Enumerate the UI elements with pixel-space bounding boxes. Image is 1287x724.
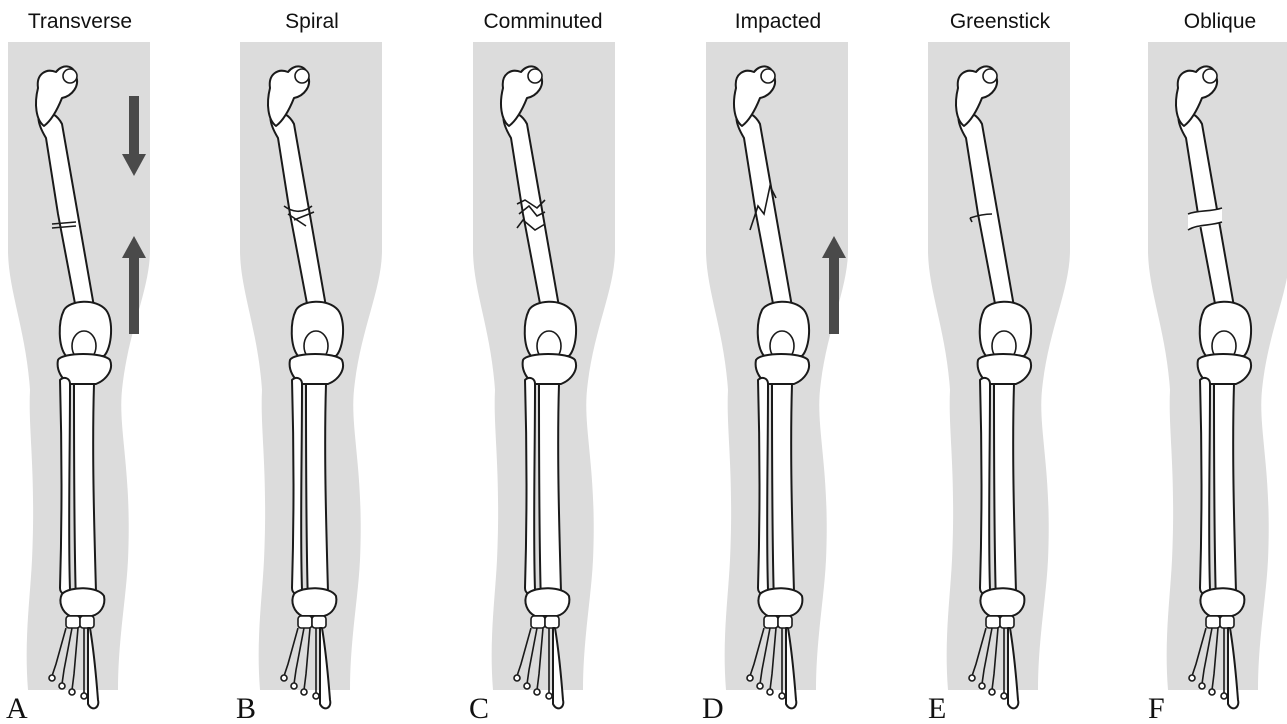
panel-f: Oblique F bbox=[1148, 10, 1287, 724]
panel-b: Spiral B bbox=[236, 10, 382, 724]
panel-letter: C bbox=[469, 692, 489, 724]
panel-letter: B bbox=[236, 692, 256, 724]
panel-a: Transverse A bbox=[6, 10, 150, 724]
panel-d: Impacted D bbox=[702, 10, 848, 724]
panel-letter: E bbox=[928, 692, 946, 724]
panel-title: Spiral bbox=[285, 10, 339, 33]
panel-title: Impacted bbox=[735, 10, 821, 33]
panel-title: Comminuted bbox=[483, 10, 602, 33]
panel-letter: D bbox=[702, 692, 724, 724]
panel-title: Greenstick bbox=[950, 10, 1051, 33]
panel-c: Comminuted C bbox=[469, 10, 615, 724]
panel-e: Greenstick E bbox=[928, 10, 1070, 724]
panel-letter: F bbox=[1148, 692, 1165, 724]
panel-letter: A bbox=[6, 692, 28, 724]
panel-title: Transverse bbox=[28, 10, 132, 33]
panel-title: Oblique bbox=[1184, 10, 1256, 33]
